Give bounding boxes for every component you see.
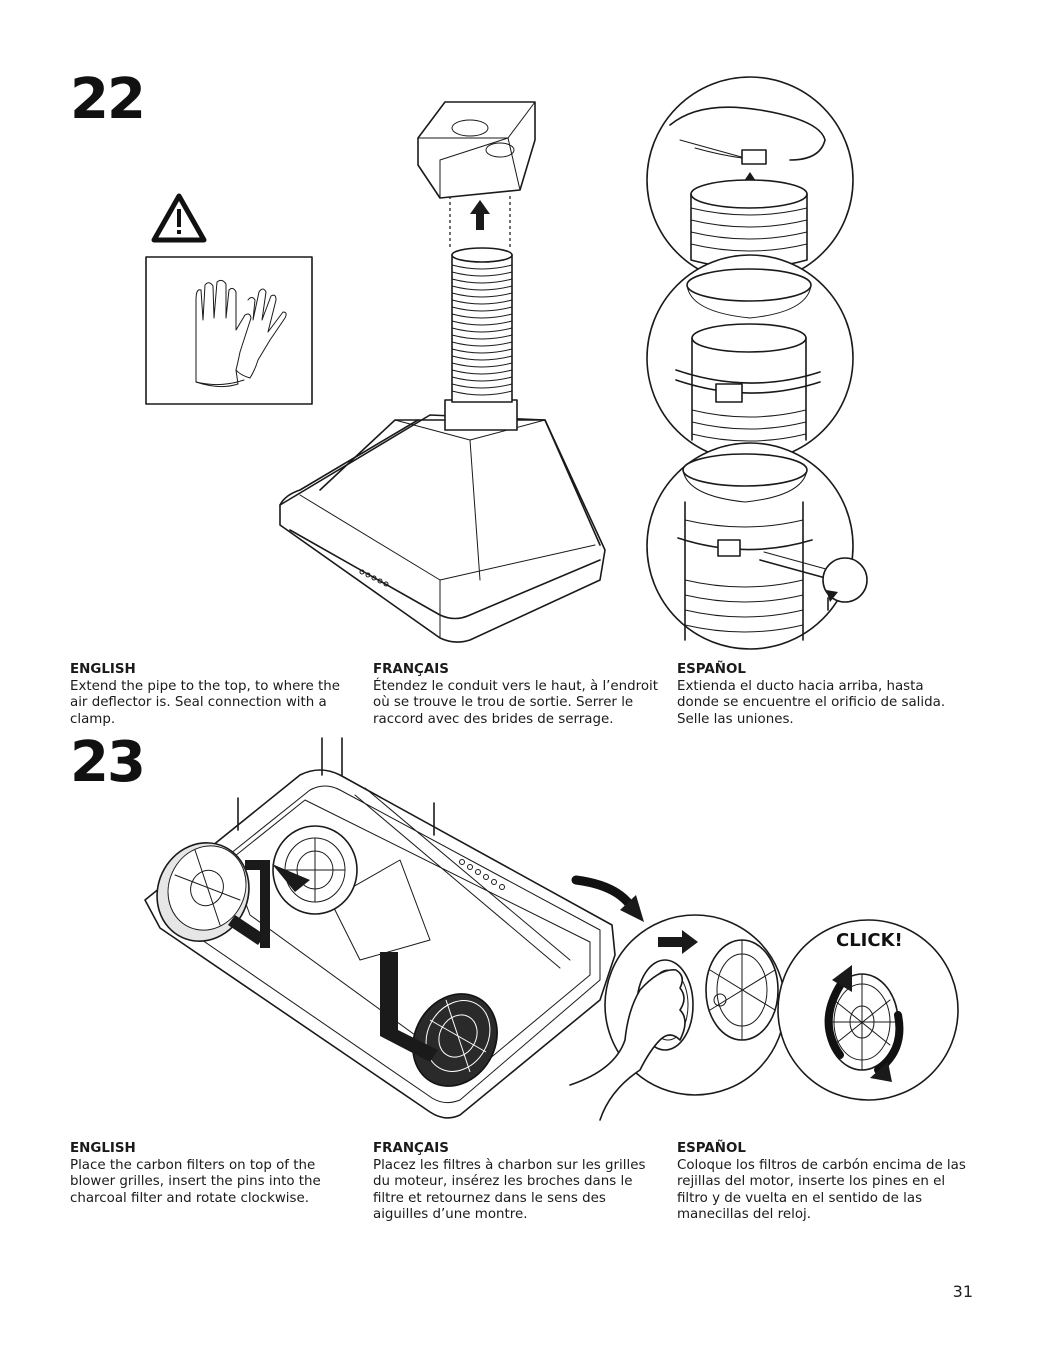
placement-arrows (228, 860, 438, 1062)
blower-grille (272, 825, 358, 915)
range-hood-23 (144, 737, 616, 1119)
language-heading: ESPAÑOL (677, 662, 746, 677)
detail-clamp-3 (646, 442, 867, 650)
rotate-arrow-icon (822, 557, 868, 611)
detail-click-rotate (777, 919, 959, 1101)
step-22-spanish: ESPAÑOL Extienda el ducto hacia arriba, … (677, 662, 967, 728)
step-22-number: 22 (70, 67, 146, 132)
detail-clamp-1 (646, 76, 854, 284)
curved-arrow-icon (571, 875, 644, 922)
detail-insert-filter (569, 914, 786, 1121)
page-number: 31 (952, 1282, 973, 1301)
language-heading: ENGLISH (70, 662, 136, 677)
step-23-english: ENGLISH Place the carbon filters on top … (70, 1141, 360, 1207)
step-22-french: FRANÇAIS Étendez le conduit vers le haut… (373, 662, 663, 728)
click-callout: CLICK! (836, 930, 903, 951)
range-hood-22 (279, 399, 606, 643)
language-heading: ENGLISH (70, 1141, 136, 1156)
air-deflector (417, 101, 536, 199)
instruction-text: Étendez le conduit vers le haut, à l’end… (373, 678, 659, 727)
instruction-text: Place the carbon filters on top of the b… (70, 1157, 321, 1206)
instruction-text: Placez les filtres à charbon sur les gri… (373, 1157, 646, 1223)
up-arrow-icon (470, 200, 490, 230)
instruction-text: Extend the pipe to the top, to where the… (70, 678, 341, 727)
language-heading: FRANÇAIS (373, 662, 449, 677)
language-heading: FRANÇAIS (373, 1141, 449, 1156)
language-heading: ESPAÑOL (677, 1141, 746, 1156)
gloves-icon (145, 256, 313, 405)
step-23-french: FRANÇAIS Placez les filtres à charbon su… (373, 1141, 663, 1224)
instruction-text: Extienda el ducto hacia arriba, hasta do… (677, 678, 946, 727)
step-22-english: ENGLISH Extend the pipe to the top, to w… (70, 662, 360, 728)
carbon-filter-upper (156, 842, 250, 942)
instruction-text: Coloque los filtros de carbón encima de … (677, 1157, 966, 1223)
step-23-spanish: ESPAÑOL Coloque los filtros de carbón en… (677, 1141, 967, 1224)
step-23-number: 23 (70, 730, 146, 795)
warning-triangle-icon (151, 193, 207, 243)
detail-clamp-2 (646, 254, 854, 462)
carbon-filter-lower (412, 993, 498, 1087)
flexible-duct (449, 196, 513, 403)
